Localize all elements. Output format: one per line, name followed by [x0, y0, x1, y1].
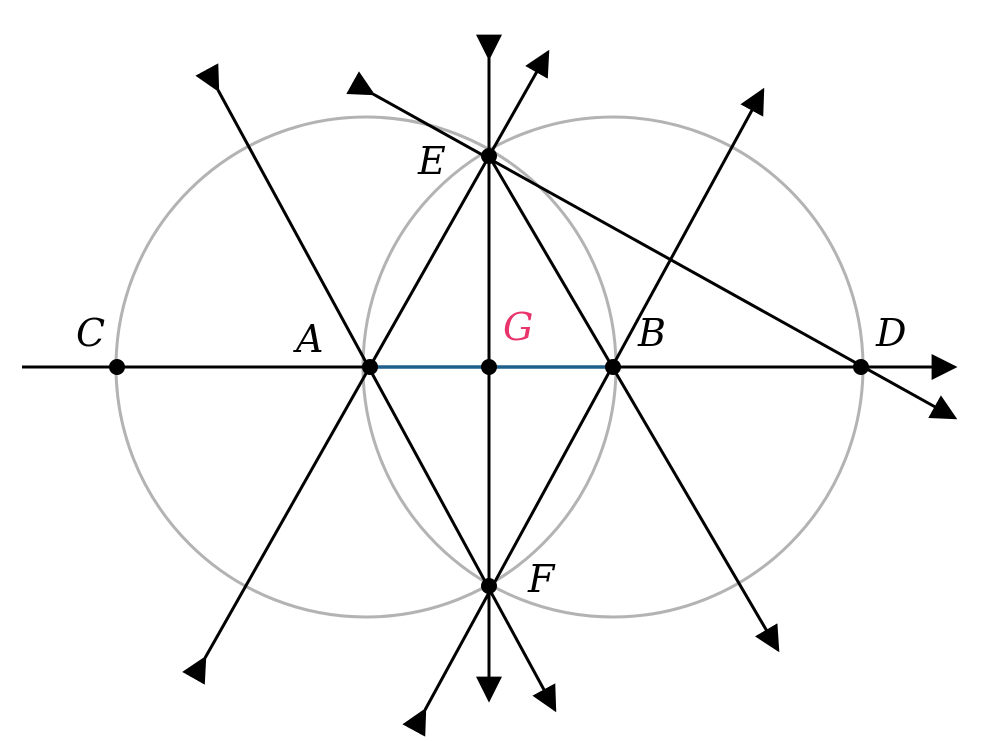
point-d: [853, 359, 869, 375]
point-f: [481, 578, 497, 594]
label-g: G: [503, 305, 533, 349]
point-c: [109, 359, 125, 375]
label-d: D: [875, 311, 906, 355]
label-f: F: [527, 557, 556, 601]
label-a: A: [293, 317, 323, 361]
label-e: E: [417, 139, 446, 183]
label-c: C: [76, 311, 105, 355]
point-e: [481, 148, 497, 164]
point-g: [481, 359, 497, 375]
label-b: B: [637, 311, 666, 355]
point-a: [362, 359, 378, 375]
point-b: [605, 359, 621, 375]
